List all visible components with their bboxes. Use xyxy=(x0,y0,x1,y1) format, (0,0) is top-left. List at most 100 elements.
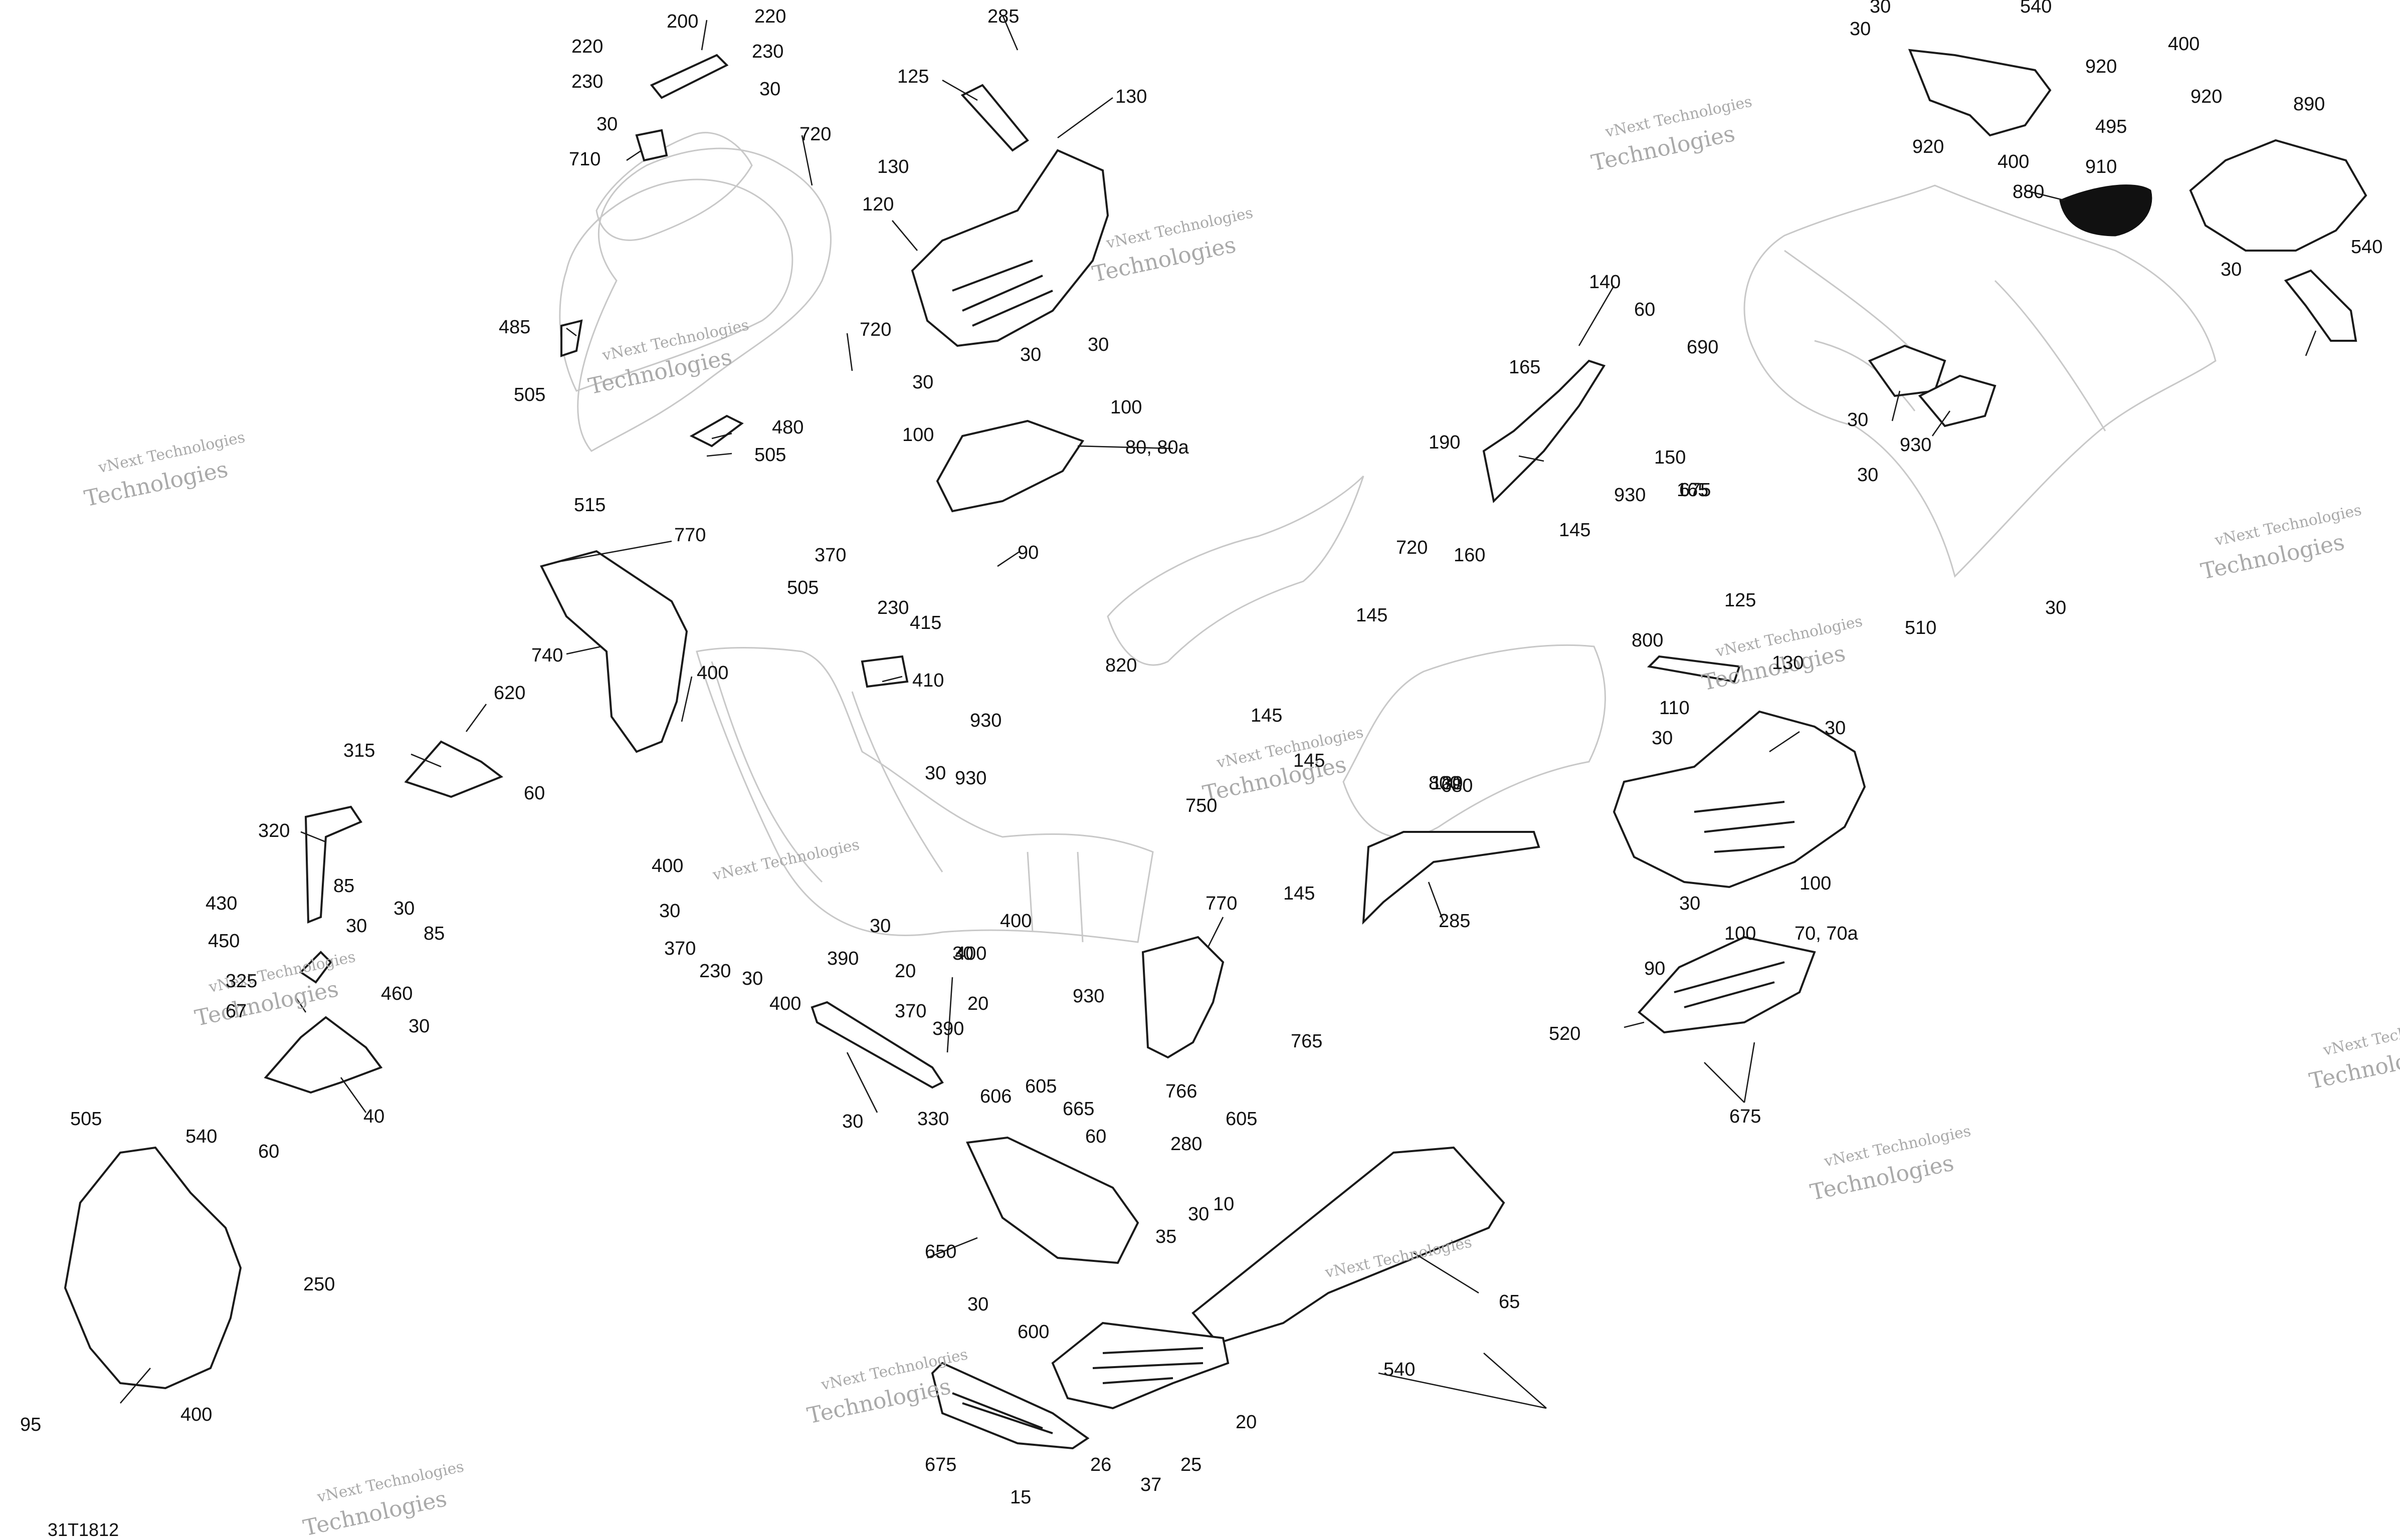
callout-label: 60 xyxy=(524,783,545,804)
rear-fender-ghost xyxy=(1743,184,2217,578)
callout-label: 30 xyxy=(1188,1204,1209,1225)
leader xyxy=(927,1237,978,1259)
callout-label: 130 xyxy=(1115,86,1147,107)
callout-label: 330 xyxy=(917,1109,949,1130)
leader xyxy=(1518,455,1544,462)
callout-label: 220 xyxy=(571,36,603,57)
callout-label: 145 xyxy=(1293,750,1325,771)
part-485 xyxy=(560,319,583,357)
leader-lines xyxy=(120,15,2317,1409)
callout-label: 505 xyxy=(514,384,545,405)
callout-label: 285 xyxy=(1439,911,1470,932)
part-680 xyxy=(1362,831,1540,925)
part-200-bracket xyxy=(650,54,729,99)
leader xyxy=(1428,882,1445,923)
callout-label: 85 xyxy=(333,875,354,897)
part-890 xyxy=(1868,344,1946,397)
callout-label: 400 xyxy=(1000,911,1032,932)
callout-label: 165 xyxy=(1509,357,1540,378)
front-body-ghost xyxy=(696,647,1154,943)
part-325 xyxy=(299,951,332,984)
leader xyxy=(1077,445,1173,450)
callout-label: 280 xyxy=(1170,1134,1202,1155)
part-410 xyxy=(861,655,909,688)
part-880 xyxy=(1918,374,1996,427)
part-110-hatch xyxy=(1694,801,1795,853)
callout-label: 606 xyxy=(980,1086,1012,1107)
callout-label: 400 xyxy=(652,855,683,876)
callout-label: 930 xyxy=(970,710,1002,731)
part-15-hatch xyxy=(1092,1347,1204,1384)
leader xyxy=(1578,285,1615,346)
callout-label: 390 xyxy=(932,1018,964,1039)
callout-label: 100 xyxy=(1110,397,1142,418)
callout-label: 680 xyxy=(1441,775,1473,796)
callout-label: 410 xyxy=(912,670,944,691)
callout-label: 220 xyxy=(754,6,786,27)
callout-label: 370 xyxy=(664,938,696,959)
leader xyxy=(711,432,732,439)
leader xyxy=(561,540,672,562)
callout-label: 15 xyxy=(1010,1487,1031,1508)
front-body-ghost-2 xyxy=(711,661,1084,943)
callout-label: 230 xyxy=(877,597,909,618)
callout-label: 400 xyxy=(697,663,728,684)
callout-label: 130 xyxy=(877,156,909,177)
callout-label: 930 xyxy=(1073,986,1104,1007)
callout-label: 540 xyxy=(2020,0,2052,17)
callout-label: 30 xyxy=(759,79,780,100)
callout-label: 930 xyxy=(955,768,986,789)
callout-label: 690 xyxy=(1687,337,1718,358)
part-750 xyxy=(1141,936,1225,1059)
callout-label: 130 xyxy=(1772,652,1804,674)
part-120-front-rack xyxy=(911,149,1109,347)
callout-label: 765 xyxy=(1291,1031,1322,1052)
callout-label: 920 xyxy=(2085,56,2117,77)
callout-label: 650 xyxy=(925,1241,956,1262)
callout-label: 520 xyxy=(1549,1023,1580,1044)
callout-label: 60 xyxy=(1634,299,1655,320)
callout-label: 80, 80a xyxy=(1125,437,1189,458)
part-125-top xyxy=(960,84,1029,152)
leader xyxy=(120,1368,151,1404)
part-120-hatch xyxy=(952,260,1053,327)
callout-label: 605 xyxy=(1226,1109,1257,1130)
leader xyxy=(1931,410,1951,436)
callout-label: 230 xyxy=(752,41,783,62)
part-690 xyxy=(1482,359,1606,504)
callout-label: 665 xyxy=(1063,1098,1094,1120)
solid-parts xyxy=(64,49,2367,1450)
callout-label: 30 xyxy=(870,916,891,937)
callout-label: 250 xyxy=(303,1274,335,1295)
callout-label: 30 xyxy=(952,943,973,964)
part-540-bracket xyxy=(2284,269,2357,342)
callout-label: 30 xyxy=(346,916,367,937)
rear-side-ghost xyxy=(1342,644,1606,838)
callout-label: 540 xyxy=(2351,237,2382,258)
callout-label: 100 xyxy=(902,424,934,446)
callout-label: 390 xyxy=(827,948,859,969)
callout-label: 110 xyxy=(1659,698,1690,719)
callout-label: 505 xyxy=(754,445,786,466)
callout-label: 35 xyxy=(1155,1226,1176,1247)
callout-label: 90 xyxy=(1018,542,1039,563)
leader xyxy=(1207,917,1224,948)
callout-label: 30 xyxy=(1679,893,1700,914)
part-110-rear-rack xyxy=(1613,710,1866,889)
callout-label: 620 xyxy=(494,683,525,704)
part-600-hatch xyxy=(952,1392,1053,1434)
callout-label: 30 xyxy=(967,1294,988,1315)
callout-label: 315 xyxy=(343,740,375,761)
callout-label: 30 xyxy=(409,1016,430,1037)
callout-label: 325 xyxy=(226,971,257,992)
leader xyxy=(942,79,978,101)
callout-labels: 285 125 130 130 120 200 220 220 230 230 … xyxy=(20,0,2382,1508)
part-315 xyxy=(404,740,504,798)
callout-label: 230 xyxy=(571,71,603,92)
part-70-support xyxy=(1638,936,1816,1034)
figure-id: 31T1812 xyxy=(48,1519,119,1540)
part-330-tube xyxy=(811,1001,944,1089)
callout-label: 85 xyxy=(424,923,445,944)
callout-label: 160 xyxy=(1454,545,1485,566)
